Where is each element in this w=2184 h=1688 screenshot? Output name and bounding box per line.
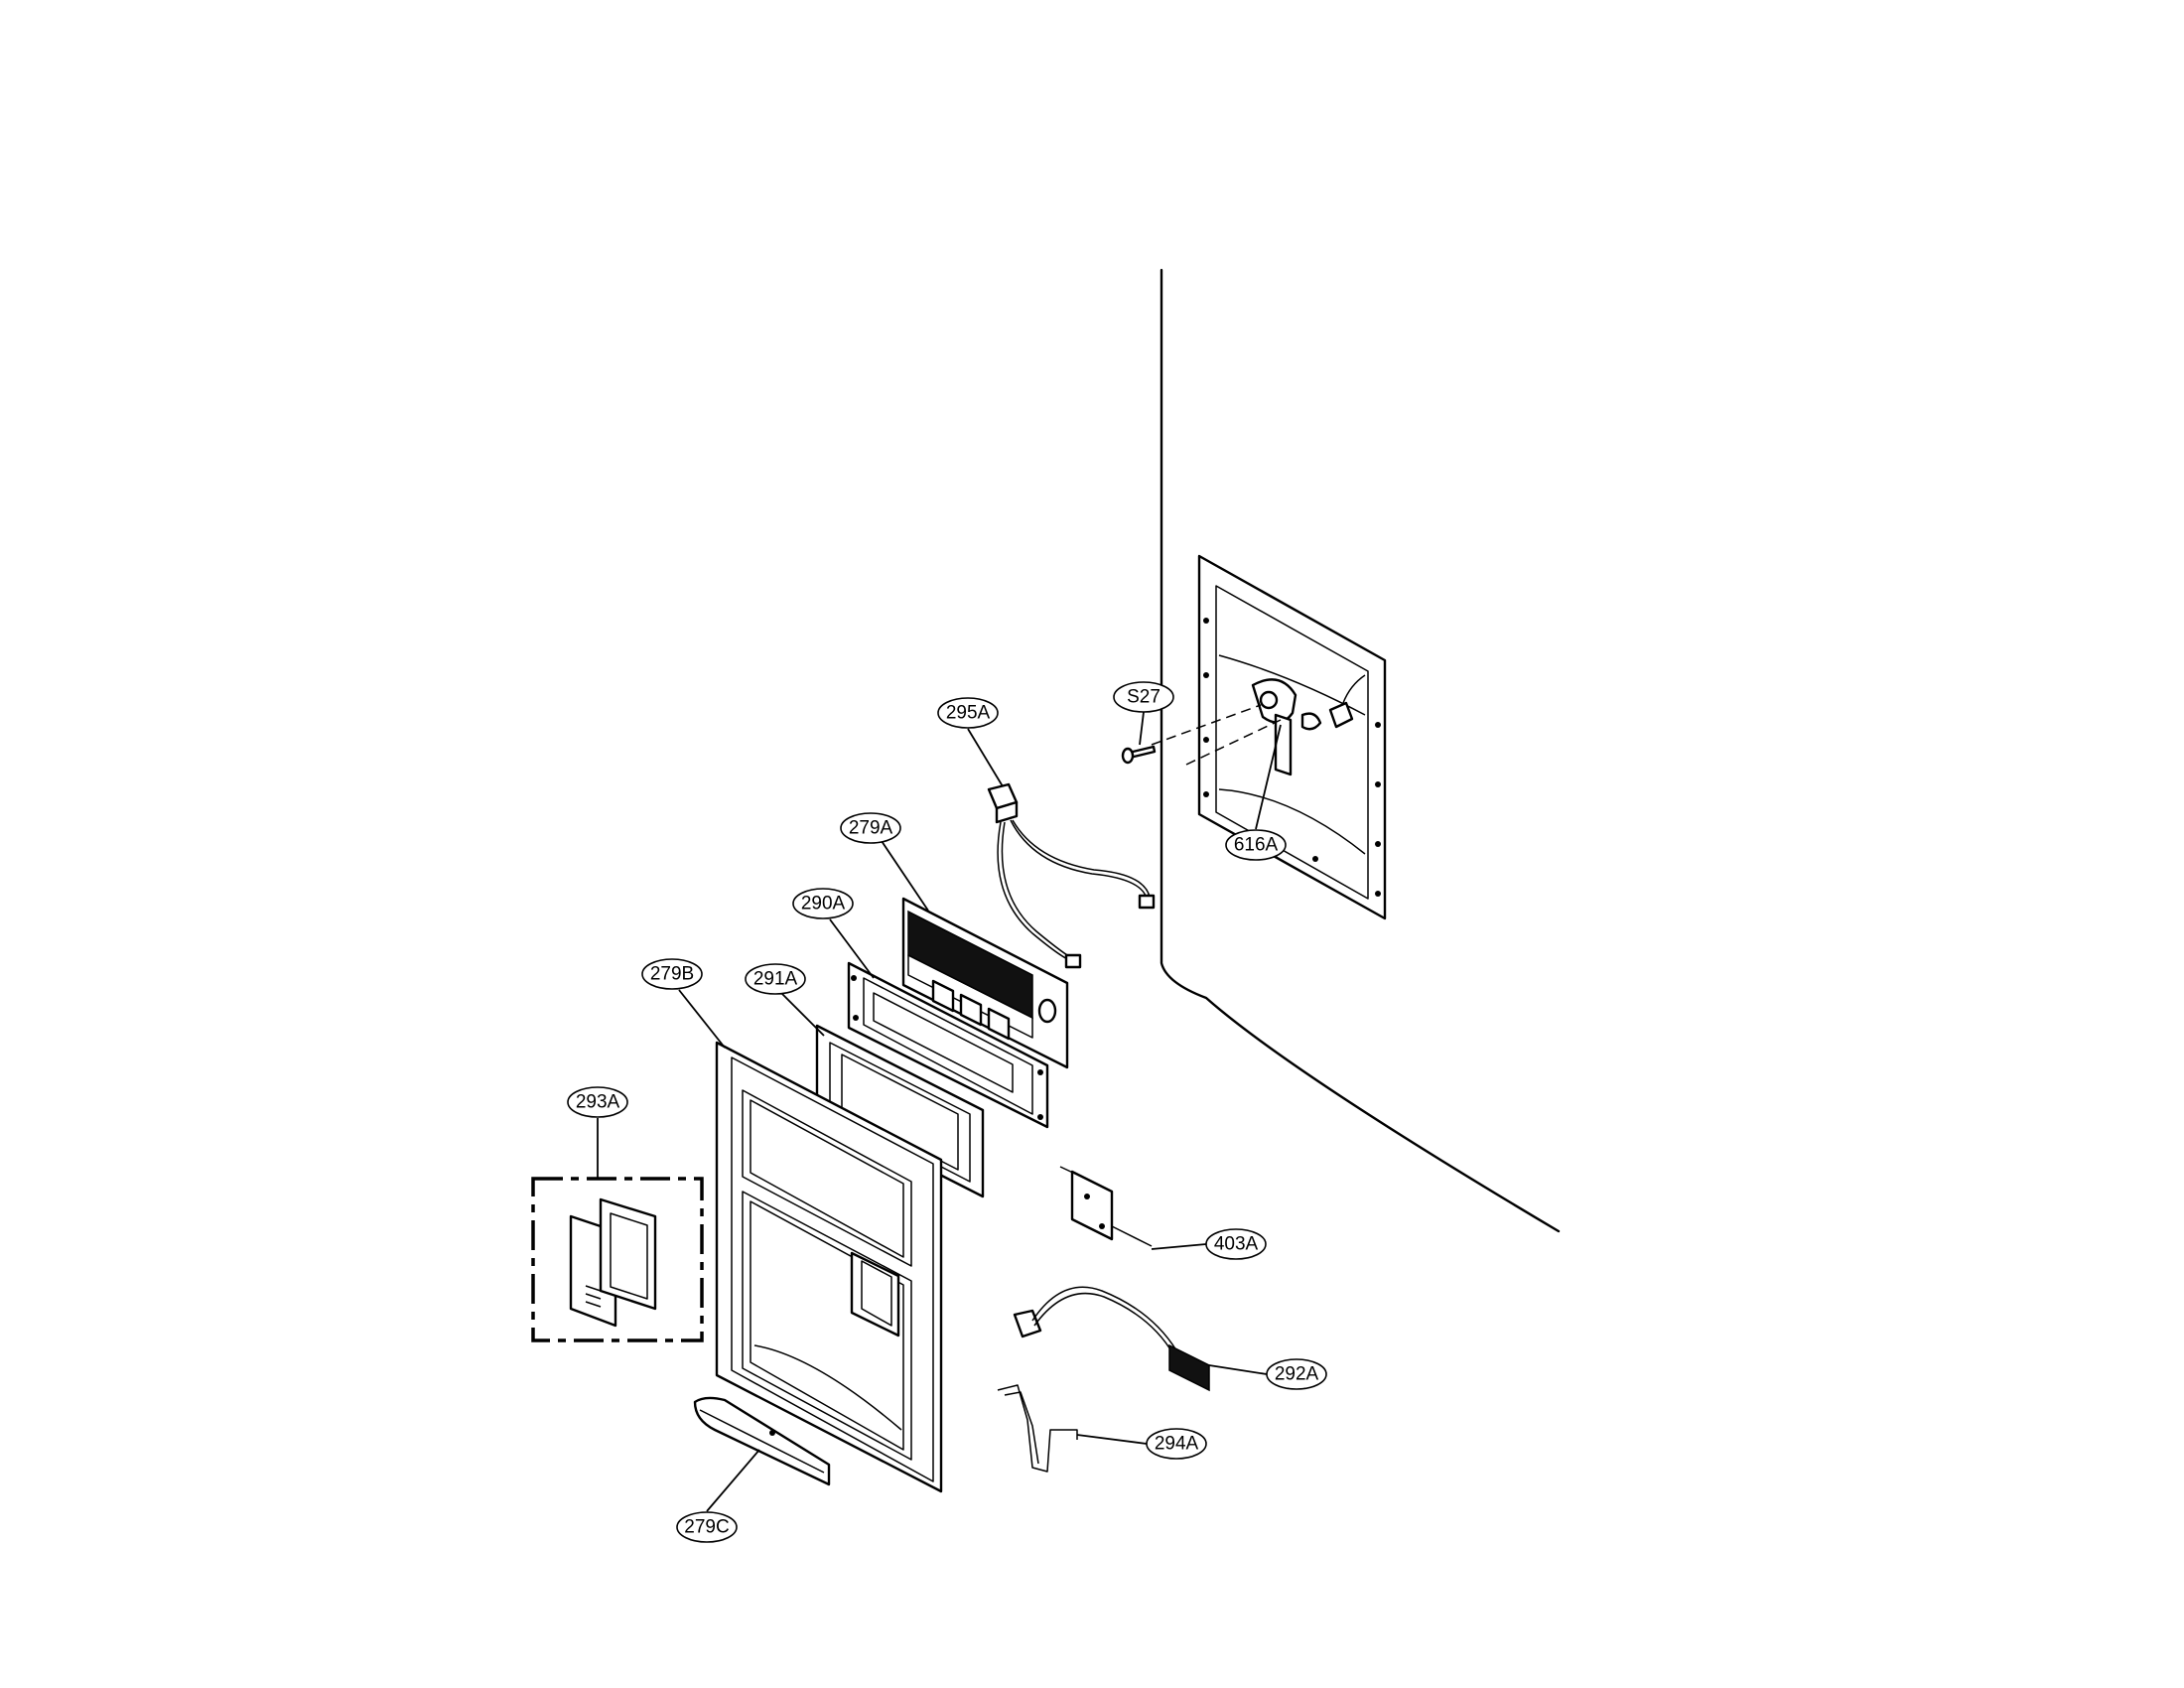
- wire-harness-292a: [1013, 1286, 1210, 1392]
- callout-292a-label: 292A: [1275, 1364, 1319, 1385]
- callout-616a: 616A: [1225, 829, 1287, 861]
- callout-294a: 294A: [1146, 1428, 1207, 1460]
- wire-harness-295a: [987, 782, 1156, 969]
- callout-279a: 279A: [840, 812, 901, 844]
- spring-clip-294a: [997, 1384, 1078, 1473]
- callout-s27-label: S27: [1127, 687, 1160, 708]
- callout-279b-label: 279B: [650, 964, 694, 985]
- callout-290a-label: 290A: [801, 894, 846, 914]
- optional-kit-293a: [531, 1177, 704, 1342]
- dispenser-housing: [1151, 554, 1387, 920]
- callout-403a: 403A: [1205, 1228, 1267, 1260]
- callout-294a-label: 294A: [1155, 1434, 1199, 1455]
- callout-279c: 279C: [676, 1511, 738, 1543]
- refrigerator-door-outline: [1160, 268, 1561, 1233]
- callout-279b: 279B: [641, 958, 703, 990]
- screw-s27: [1121, 745, 1157, 765]
- callout-291a-label: 291A: [753, 969, 798, 990]
- callout-292a: 292A: [1266, 1358, 1327, 1390]
- callout-290a: 290A: [792, 888, 854, 919]
- drip-tray-279c: [693, 1396, 831, 1486]
- micro-switch-403a: [1059, 1166, 1153, 1247]
- callout-295a-label: 295A: [946, 703, 991, 724]
- control-board-279a: [901, 897, 1069, 1069]
- bracket-frame-290a: [847, 961, 1049, 1129]
- callout-293a: 293A: [567, 1086, 628, 1118]
- callout-291a: 291A: [745, 963, 806, 995]
- leader-lines: [597, 711, 1282, 1512]
- callout-403a-label: 403A: [1214, 1234, 1259, 1255]
- display-window-291a: [815, 1024, 985, 1198]
- dispenser-front-panel-279b: [715, 1041, 943, 1493]
- callout-295a: 295A: [937, 697, 999, 729]
- callout-293a-label: 293A: [576, 1092, 620, 1113]
- callout-279a-label: 279A: [849, 818, 893, 839]
- callout-279c-label: 279C: [684, 1517, 729, 1538]
- callout-616a-label: 616A: [1234, 835, 1279, 856]
- callout-s27: S27: [1113, 681, 1174, 713]
